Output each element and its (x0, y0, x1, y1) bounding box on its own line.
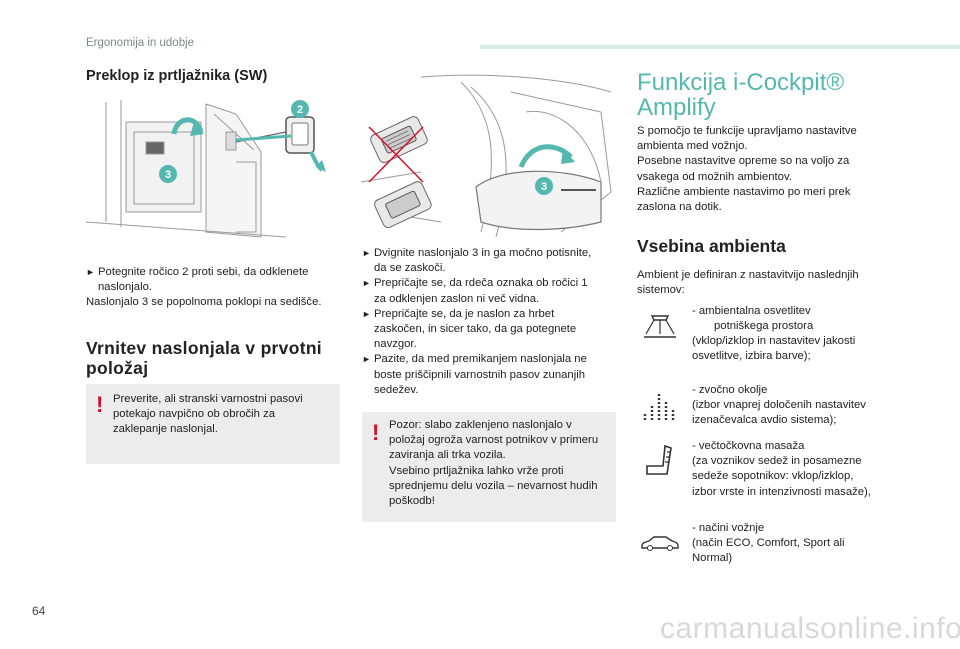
instruction-step: ► Potegnite ročico 2 proti sebi, da odkl… (86, 265, 358, 295)
ambient-light-icon (644, 315, 676, 338)
step-text: Prepričajte se, da rdeča oznaka ob ročic… (374, 277, 588, 290)
result-text: Naslonjalo 3 se popolnoma poklopi na sed… (86, 296, 322, 308)
step-text: navzgor. (374, 338, 417, 351)
callout-badge-3: 3 (541, 181, 547, 193)
item-line: - večtočkovna masaža (692, 440, 805, 452)
ambient-item-massage: - večtočkovna masaža (za voznikov sedež … (692, 439, 871, 500)
section-heading-restore: Vrnitev naslonjala v prvotni položaj (86, 338, 322, 378)
title-line: Amplify (637, 94, 716, 121)
warning-text: Preverite, ali stranski varnostni pasovi (113, 393, 303, 405)
item-line: (način ECO, Comfort, Sport ali (692, 537, 845, 550)
intro-line: S pomočjo te funkcije upravljamo nastavi… (637, 125, 857, 137)
instruction-step: ► Dvignite naslonjalo 3 in ga močno poti… (362, 246, 620, 276)
ambient-item-drive-mode: - načini vožnje (način ECO, Comfort, Spo… (692, 521, 845, 567)
ambient-item-lighting: - ambientalna osvetlitev potniškega pros… (692, 304, 813, 334)
item-line: (za voznikov sedež in posamezne (692, 455, 862, 468)
ambient-item-sound: - zvočno okolje (izbor vnaprej določenih… (692, 383, 866, 429)
arrow-bullet-icon: ► (362, 354, 371, 365)
item-line: (izbor vnaprej določenih nastavitev (692, 399, 866, 412)
intro-line: Različne ambiente nastavimo po meri prek (637, 185, 851, 198)
trunk-fold-illustration: 2 3 (85, 92, 338, 242)
warning-text: Pozor: slabo zaklenjeno naslonjalo v (389, 419, 572, 431)
arrow-bullet-icon: ► (362, 248, 371, 258)
warning-text: zaviranja ali trka vozila. (389, 449, 506, 462)
arrow-bullet-icon: ► (362, 308, 371, 319)
instruction-step: ► Prepričajte se, da je naslon za hrbet … (362, 307, 620, 353)
arrow-bullet-icon: ► (86, 267, 95, 277)
section-title: Ergonomija in udobje (86, 37, 195, 49)
callout-badge-2: 2 (297, 104, 303, 116)
item-line: potniškega prostora (714, 320, 814, 333)
heading-line: položaj (86, 358, 149, 378)
item-line: - zvočno okolje (692, 384, 768, 396)
section-heading-trunk-fold: Preklop iz prtljažnika (SW) (86, 68, 268, 84)
step-text: za odklenjen zaslon ni več vidna. (374, 292, 540, 305)
item-line: osvetlitve, izbira barve); (692, 350, 811, 363)
ambient-item-lighting-detail: (vklop/izklop in nastavitev jakosti osve… (692, 334, 855, 364)
warning-exclamation-icon: ! (96, 392, 104, 417)
step-text: naslonjalo. (98, 281, 153, 294)
step-text: zaskočen, in sicer tako, da ga potegnete (374, 323, 577, 336)
page-title-icockpit: Funkcija i-Cockpit® Amplify (637, 70, 844, 120)
instruction-step: ► Pazite, da med premikanjem naslonjala … (362, 352, 620, 398)
step-text: Potegnite ročico 2 proti sebi, da odklen… (98, 266, 309, 278)
warning-text: potekajo navpično ob obročih za (113, 408, 276, 421)
instruction-list: ► Dvignite naslonjalo 3 in ga močno poti… (362, 246, 620, 398)
seatback-raise-illustration: 3 (360, 72, 616, 242)
warning-text: Vsebino prtljažnika lahko vrže proti (389, 464, 564, 477)
title-line: Funkcija i-Cockpit® (637, 69, 845, 96)
step-text: Prepričajte se, da je naslon za hrbet (374, 307, 555, 320)
item-line: izbor vrste in intenzivnosti masaže), (692, 485, 871, 498)
intro-line: sistemov: (637, 284, 685, 297)
warning-text: zaklepanje naslonjal. (113, 423, 218, 436)
warning-box-lock: ! Pozor: slabo zaklenjeno naslonjalo v p… (362, 412, 616, 522)
step-text: Pazite, da med premikanjem naslonjala ne (374, 353, 587, 366)
seat-massage-icon (646, 444, 672, 475)
intro-line: Ambient je definiran z nastavitvijo nasl… (637, 269, 859, 281)
page-number: 64 (32, 604, 46, 618)
sound-equalizer-icon (643, 394, 675, 420)
header-rule (480, 45, 960, 49)
watermark: carmanualsonline.info (660, 612, 960, 645)
intro-line: vsakega od možnih ambientov. (637, 170, 792, 183)
intro-paragraph: S pomočjo te funkcije upravljamo nastavi… (637, 124, 897, 215)
heading-line: Vrnitev naslonjala v prvotni (86, 338, 322, 358)
item-line: Normal) (692, 552, 733, 565)
step-text: boste priščipnili varnostnih pasov zunan… (374, 368, 585, 381)
ambient-intro: Ambient je definiran z nastavitvijo nasl… (637, 268, 897, 298)
warning-exclamation-icon: ! (372, 420, 380, 445)
warning-text: sprednjemu delu vozila – nevarnost hudih (389, 479, 598, 492)
callout-badge-3: 3 (165, 169, 171, 181)
arrow-bullet-icon: ► (362, 278, 371, 289)
section-heading-ambient: Vsebina ambienta (637, 236, 786, 256)
warning-text: poškodb! (389, 495, 435, 508)
item-line: - ambientalna osvetlitev (692, 305, 811, 317)
step-text: da se zaskoči. (374, 262, 446, 275)
warning-text: položaj ogroža varnost potnikov v primer… (389, 434, 599, 447)
warning-box-seatbelt: ! Preverite, ali stranski varnostni paso… (86, 384, 340, 464)
item-line: sedeže sopotnikov: vklop/izklop, (692, 470, 854, 483)
item-line: (vklop/izklop in nastavitev jakosti (692, 335, 856, 347)
intro-line: Posebne nastavitve opreme so na voljo za (637, 155, 850, 168)
instruction-step: ► Prepričajte se, da rdeča oznaka ob roč… (362, 276, 620, 306)
intro-line: zaslona na dotik. (637, 201, 722, 214)
step-text: sedežev. (374, 383, 419, 396)
item-line: - načini vožnje (692, 522, 765, 534)
car-drive-mode-icon (641, 536, 679, 551)
intro-line: ambienta med vožnjo. (637, 140, 748, 153)
step-text: Dvignite naslonjalo 3 in ga močno potisn… (374, 247, 592, 259)
item-line: izenačevalca avdio sistema); (692, 414, 837, 427)
